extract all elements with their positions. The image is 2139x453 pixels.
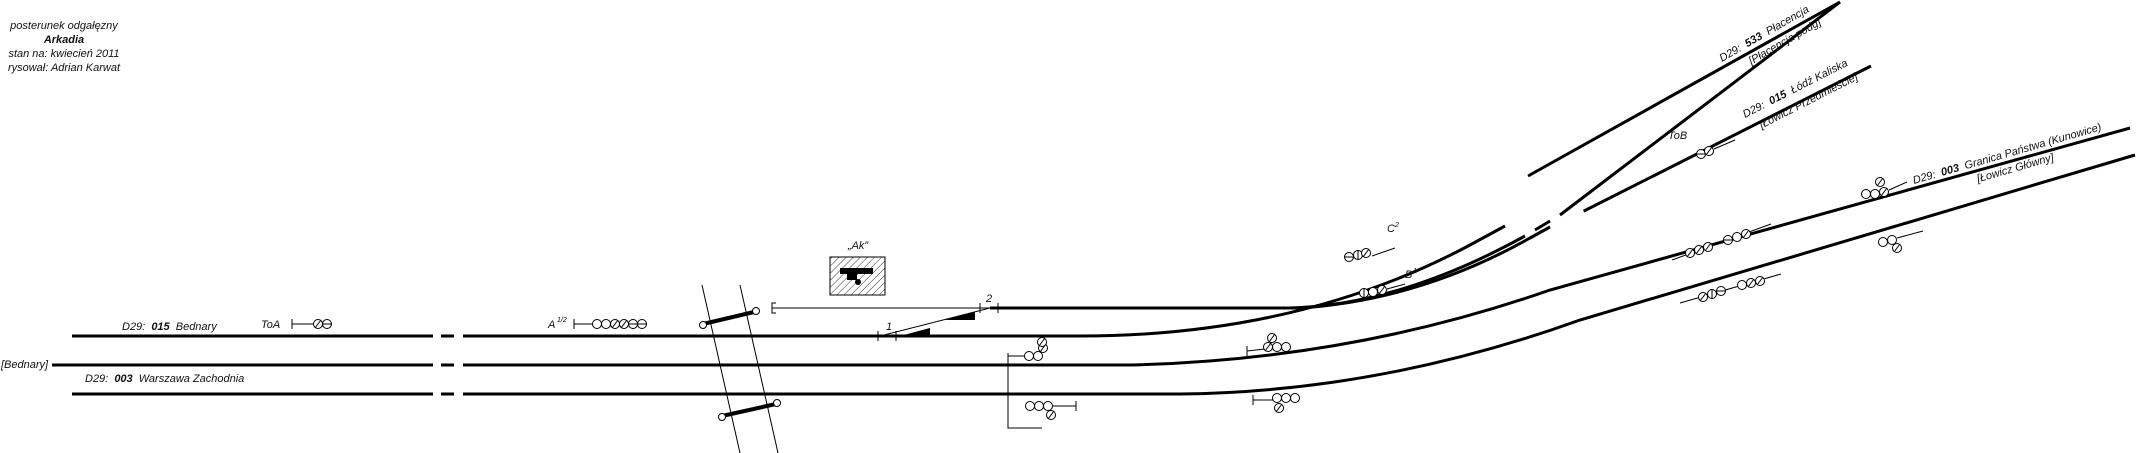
label-line-003-warszawa: D29: 003 Warszawa Zachodnia [85,373,244,385]
line-granica-number: 003 [1940,162,1961,179]
signal-toa-label: ToA [261,319,280,331]
line-003-prefix: D29: [85,373,108,385]
signal-a12-sup: 1/2 [557,317,567,324]
signal-b1: B 1 [1359,268,1417,298]
signal-tob: ToB [1668,130,1736,159]
barrier-top [702,310,755,326]
signal-tob-label: ToB [1668,130,1687,142]
break-lodz [1565,207,1585,222]
svg-text:D29: 003 Grani: D29: 003 Granica Państwa (Kunowice) [1912,121,2104,187]
signal-group-middle-lower [1025,401,1077,420]
building-hatched-box [829,256,886,296]
line-lodz-number: 015 [1767,88,1790,107]
header-author: rysował: Adrian Karwat [8,62,121,74]
line-533-prefix: D29: [1718,43,1744,65]
switch-1-blade [900,328,930,336]
line-015-prefix: D29: [122,321,145,333]
signal-a12-label: A [547,319,555,331]
signals: ToA A 1/2 C [261,130,1924,429]
signal-group-middle-upper [1007,337,1048,429]
track-granica-curve [1129,126,2131,367]
signal-lowicz-end [1878,230,1924,253]
break-533 [1510,168,1530,183]
line-015-number: 015 [151,321,170,333]
buffer-stop [771,302,776,314]
tracks [52,0,2136,396]
track-lodz-curve [1079,224,1506,338]
station-box-label: „Ak” [847,240,870,252]
switch-1-label: 1 [886,321,892,333]
header-type: posterunek odgałęzny [9,20,119,32]
label-line-015-lodz: D29: 015 Łódź Kaliska [Łowicz Przedmieśc… [1741,57,1861,131]
line-003-number: 003 [114,373,132,385]
turnout-diagonal [879,307,991,337]
crossing-line-left [701,284,741,453]
left-terminus-label: [Bednary] [0,359,49,371]
switch-2-blade [945,312,975,320]
switch-2-label: 2 [985,293,992,305]
station-building: „Ak” [829,240,886,296]
track-lowicz-curve [1179,153,2136,396]
header-block: posterunek odgałęzny Arkadia stan na: kw… [8,20,121,74]
signal-toa: ToA [261,319,332,331]
level-crossing [699,284,781,453]
signal-c2-label: C [1387,223,1395,235]
line-003-name: Warszawa Zachodnia [139,373,245,385]
track-533-line [990,0,1841,310]
turnout: 1 2 [771,293,999,341]
signal-cluster-lowicz [1679,273,1782,304]
label-line-015-bednary: D29: 015 Bednary [122,321,218,333]
barrier-bottom [721,402,777,418]
signal-b1-sup: 1 [1413,268,1417,275]
signal-group-curve-lower [1252,393,1300,413]
header-date: stan na: kwiecień 2011 [8,48,119,60]
header-station-name: Arkadia [43,34,84,46]
signal-c2-sup: 2 [1394,222,1399,229]
signal-b1-label: B [1405,269,1412,281]
signal-group-curve-upper [1246,333,1291,356]
line-015-name: Bednary [176,321,218,333]
signal-a12: A 1/2 [547,317,647,331]
signal-c2: C 2 [1344,222,1399,262]
signal-cluster-granica [1671,223,1772,261]
track-533-segment-a [1529,225,1551,240]
track-lodz-end [1579,64,1872,215]
signal-granica-end [1861,177,1908,199]
track-533-end [1527,0,1841,178]
